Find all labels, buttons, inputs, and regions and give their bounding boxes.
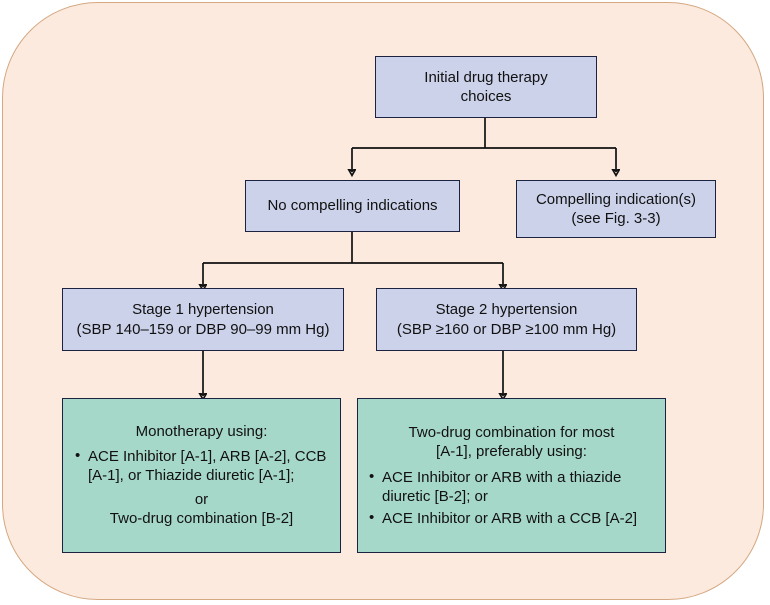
list-item: ACE Inhibitor or ARB with a thiazide diu… — [367, 467, 656, 507]
treatment-alternative: Two-drug combination [B-2] — [109, 510, 294, 528]
node-stage-1-treatment[interactable]: Monotherapy using: ACE Inhibitor [A-1], … — [62, 398, 341, 553]
node-no-compelling-indications[interactable]: No compelling indications — [245, 180, 460, 232]
treatment-heading: [A-1], preferably using: — [436, 443, 587, 461]
treatment-bullet-list: ACE Inhibitor [A-1], ARB [A-2], CCB [A-1… — [73, 446, 330, 486]
node-line: No compelling indications — [267, 197, 438, 215]
node-compelling-indications[interactable]: Compelling indication(s) (see Fig. 3-3) — [516, 180, 716, 238]
node-line: (SBP ≥160 or DBP ≥100 mm Hg) — [396, 320, 617, 338]
treatment-heading: Monotherapy using: — [135, 423, 268, 441]
treatment-conjunction: or — [194, 490, 209, 508]
node-line: choices — [460, 88, 512, 105]
node-line: (see Fig. 3-3) — [571, 210, 661, 227]
node-line: Initial drug therapy — [424, 68, 548, 86]
node-stage-2-hypertension[interactable]: Stage 2 hypertension (SBP ≥160 or DBP ≥1… — [376, 288, 637, 351]
node-stage-2-treatment[interactable]: Two-drug combination for most [A-1], pre… — [357, 398, 666, 553]
node-line: Stage 1 hypertension — [132, 301, 274, 318]
node-line: (SBP 140–159 or DBP 90–99 mm Hg) — [76, 320, 330, 338]
treatment-heading: Two-drug combination for most — [408, 423, 615, 441]
node-initial-drug-therapy[interactable]: Initial drug therapy choices — [375, 56, 597, 118]
node-stage-1-hypertension[interactable]: Stage 1 hypertension (SBP 140–159 or DBP… — [62, 288, 344, 351]
list-item: ACE Inhibitor [A-1], ARB [A-2], CCB [A-1… — [73, 446, 330, 486]
treatment-bullet-list: ACE Inhibitor or ARB with a thiazide diu… — [367, 467, 656, 529]
list-item: ACE Inhibitor or ARB with a CCB [A-2] — [367, 508, 656, 529]
node-line: Compelling indication(s) — [535, 190, 697, 208]
node-line: Stage 2 hypertension — [435, 301, 578, 318]
